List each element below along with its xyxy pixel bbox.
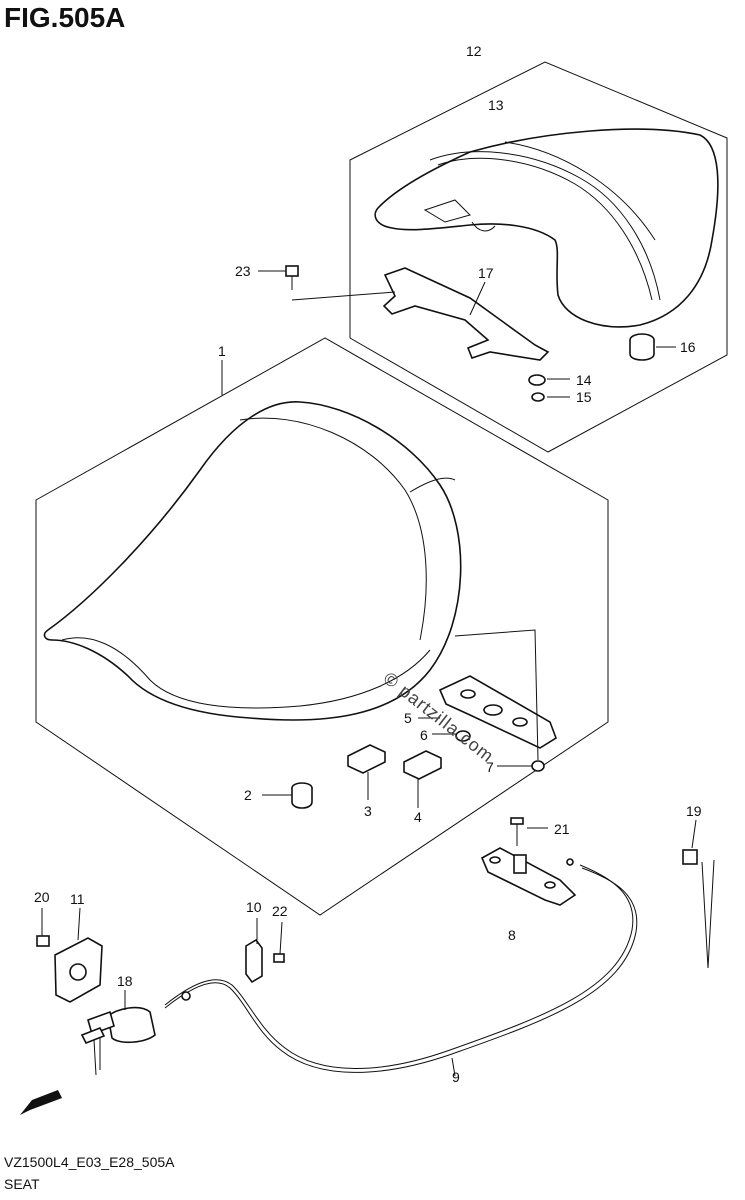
callout-20: 20 bbox=[34, 889, 50, 905]
bracket-hole bbox=[69, 963, 87, 981]
callout-16: 16 bbox=[680, 339, 696, 355]
callout-9: 9 bbox=[452, 1069, 460, 1085]
callout-22: 22 bbox=[272, 903, 288, 919]
plate-hole-1 bbox=[460, 689, 476, 699]
callout-15: 15 bbox=[576, 389, 592, 405]
front-direction-arrow bbox=[20, 1090, 62, 1115]
callout-7: 7 bbox=[486, 759, 494, 775]
pillion-seat-group-frame bbox=[349, 61, 728, 453]
bolt-20 bbox=[36, 935, 50, 947]
callout-12: 12 bbox=[466, 43, 482, 59]
washer-14 bbox=[528, 374, 546, 386]
plate-hole-3 bbox=[512, 717, 528, 727]
nut-7 bbox=[531, 760, 545, 772]
callout-6: 6 bbox=[420, 727, 428, 743]
seat-lock-cable bbox=[164, 864, 634, 1069]
cushion-pad-3 bbox=[347, 744, 386, 774]
cushion-pad-4 bbox=[403, 750, 442, 780]
callout-14: 14 bbox=[576, 372, 592, 388]
callout-17: 17 bbox=[478, 265, 494, 281]
callout-19: 19 bbox=[686, 803, 702, 819]
figure-caption: SEAT bbox=[4, 1176, 40, 1192]
callout-23: 23 bbox=[235, 263, 251, 279]
callout-11: 11 bbox=[70, 891, 85, 907]
seat-lock-8 bbox=[480, 847, 577, 906]
model-code: VZ1500L4_E03_E28_505A bbox=[4, 1154, 175, 1170]
leader-lines bbox=[41, 270, 697, 1077]
callout-8: 8 bbox=[508, 927, 516, 943]
cushion-2 bbox=[291, 782, 313, 809]
cable-bracket-10 bbox=[245, 938, 263, 984]
figure-title: FIG.505A bbox=[4, 2, 126, 33]
callout-18: 18 bbox=[117, 973, 133, 989]
cushion-16 bbox=[629, 333, 655, 361]
pillion-seat-bracket bbox=[382, 267, 550, 361]
nut-15 bbox=[531, 392, 545, 402]
callout-10: 10 bbox=[246, 899, 262, 915]
bolt-23 bbox=[285, 265, 299, 290]
cable-end-left bbox=[181, 991, 191, 1001]
main-seat-group-frame bbox=[35, 337, 609, 916]
pillion-seat bbox=[374, 128, 719, 328]
callout-4: 4 bbox=[414, 809, 422, 825]
callout-2: 2 bbox=[244, 787, 252, 803]
cable-end-right bbox=[566, 858, 574, 866]
cushion-6 bbox=[455, 730, 471, 742]
tie-strap-19 bbox=[682, 849, 715, 969]
callout-21: 21 bbox=[554, 821, 570, 837]
seat-lock-set-18 bbox=[80, 1006, 156, 1076]
bolt-22 bbox=[273, 953, 285, 963]
callout-5: 5 bbox=[404, 710, 412, 726]
callout-1: 1 bbox=[218, 343, 226, 359]
bolt-21 bbox=[510, 817, 524, 846]
plate-hole-2 bbox=[483, 704, 503, 716]
callout-3: 3 bbox=[364, 803, 372, 819]
callout-13: 13 bbox=[488, 97, 504, 113]
main-seat bbox=[43, 401, 462, 721]
